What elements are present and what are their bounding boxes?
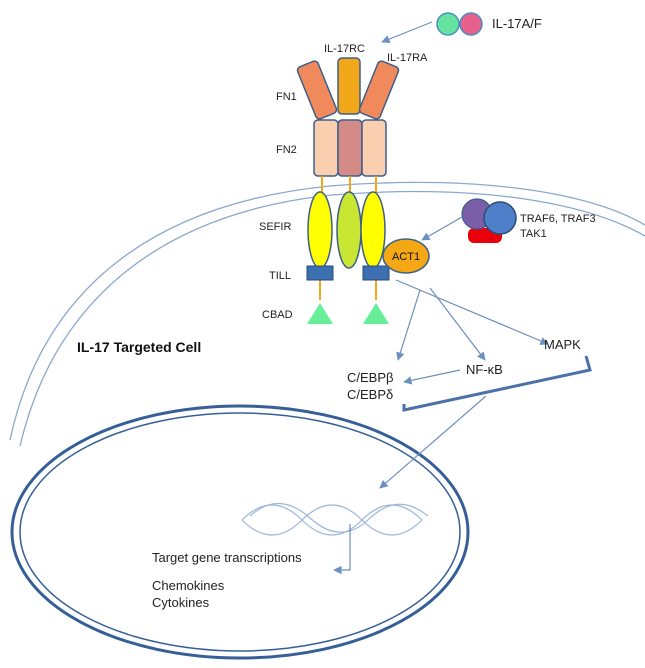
mapk-label: MAPK (544, 337, 581, 352)
signaling-arrows (333, 279, 549, 575)
cbad-right (363, 303, 389, 324)
cebpb-label: C/EBPβ (347, 370, 394, 385)
fn1-rc (337, 57, 361, 115)
fn2-domains (313, 119, 387, 177)
act1-shape (382, 238, 430, 274)
fn2-right (361, 119, 387, 177)
traf-complex: TRAF6, TRAF3 TAK1 (461, 198, 596, 243)
cbad-left (307, 303, 333, 324)
cbad-domains (307, 303, 389, 324)
chemokines-label: Chemokines (152, 578, 225, 593)
ligand-arrow (381, 21, 433, 44)
fn2-middle (337, 119, 363, 177)
ligand-label: IL-17A/F (492, 16, 542, 31)
arrow-to-cebp (396, 289, 421, 361)
arrow-to-transcription (333, 524, 351, 575)
act1-label: ACT1 (392, 251, 420, 263)
sefir-right (360, 191, 386, 269)
dna-strand (241, 502, 429, 536)
sefir-left (307, 191, 333, 269)
fn1-right (358, 60, 400, 120)
sefir-domains (307, 191, 386, 269)
sefir-label: SEFIR (259, 221, 291, 233)
till-domains (306, 265, 390, 281)
traf-blue-shape (483, 201, 517, 235)
sefir-middle (336, 191, 362, 269)
ligand-green-circle (436, 12, 460, 36)
cebpd-label: C/EBPδ (347, 387, 393, 402)
cbad-label: CBAD (262, 309, 293, 321)
ligand-pink-circle (459, 12, 483, 36)
arrow-to-nfkb (429, 287, 486, 361)
cell-label: IL-17 Targeted Cell (77, 339, 201, 355)
fn1-left (296, 60, 338, 120)
transcription-label: Target gene transcriptions (152, 550, 302, 565)
rc-label: IL-17RC (324, 43, 365, 55)
fn2-label: FN2 (276, 144, 297, 156)
fn2-left (313, 119, 339, 177)
arrow-nfkb-to-cebp (403, 369, 461, 385)
till-label: TILL (269, 270, 291, 282)
arrow-to-mapk (395, 279, 549, 345)
nfkb-label: NF-κB (466, 362, 503, 377)
arrow-to-nucleus (379, 395, 487, 489)
till-left (306, 265, 334, 281)
traf-label-line1: TRAF6, TRAF3 (520, 213, 596, 225)
ligand-il17af: IL-17A/F (436, 12, 542, 36)
traf-label-line2: TAK1 (520, 228, 547, 240)
act1-adaptor: ACT1 (382, 238, 430, 274)
nucleus (10, 404, 470, 660)
till-right (362, 265, 390, 281)
fn1-label: FN1 (276, 91, 297, 103)
traf-to-act1-arrow (421, 216, 463, 241)
fn1-domains (296, 57, 400, 120)
cytokines-label: Cytokines (152, 595, 210, 610)
mapk-bracket (402, 355, 592, 412)
ra-label: IL-17RA (387, 52, 428, 64)
